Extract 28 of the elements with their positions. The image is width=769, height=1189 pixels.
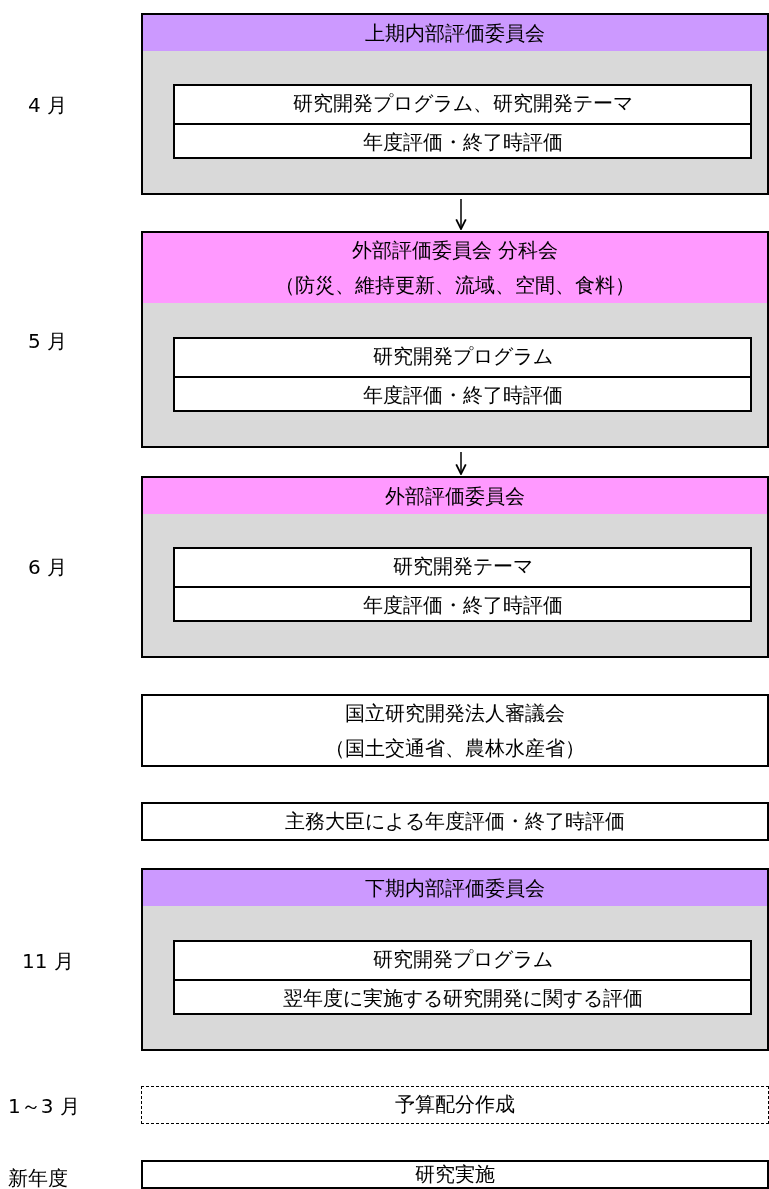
table-cell: 年度評価・終了時評価 — [175, 123, 750, 160]
panel-header: 外部評価委員会 — [143, 478, 767, 514]
panel-header: 上期内部評価委員会 — [143, 15, 767, 51]
table-cell-text: 研究開発テーマ — [391, 553, 534, 580]
month-label: 6 月 — [28, 554, 68, 581]
process-box: 国立研究開発法人審議会 （国土交通省、農林水産省） — [141, 694, 769, 767]
committee-panel — [141, 476, 769, 658]
month-label: 1～3 月 — [8, 1093, 80, 1120]
table-cell-text: 研究開発プログラム — [371, 946, 554, 973]
table-cell: 翌年度に実施する研究開発に関する評価 — [175, 979, 750, 1016]
table-cell: 年度評価・終了時評価 — [175, 586, 750, 623]
committee-panel — [141, 868, 769, 1051]
arrow — [455, 451, 467, 475]
month-label: 4 月 — [28, 92, 68, 119]
committee-panel — [141, 13, 769, 195]
dashed-box: 予算配分作成 — [141, 1086, 769, 1124]
process-box: 研究実施 — [141, 1160, 769, 1189]
panel-header: 下期内部評価委員会 — [143, 870, 767, 906]
month-label: 11 月 — [22, 948, 74, 975]
month-label: 5 月 — [28, 328, 68, 355]
month-label: 新年度 — [8, 1165, 68, 1189]
process-box: 主務大臣による年度評価・終了時評価 — [141, 802, 769, 841]
arrow — [455, 198, 467, 230]
table-cell-text: 研究開発プログラム、研究開発テーマ — [291, 90, 634, 117]
table-cell-text: 研究開発プログラム — [371, 343, 554, 370]
committee-panel — [141, 231, 769, 448]
panel-header: 外部評価委員会 分科会 （防災、維持更新、流域、空間、食料） — [143, 233, 767, 303]
table-cell: 年度評価・終了時評価 — [175, 376, 750, 413]
